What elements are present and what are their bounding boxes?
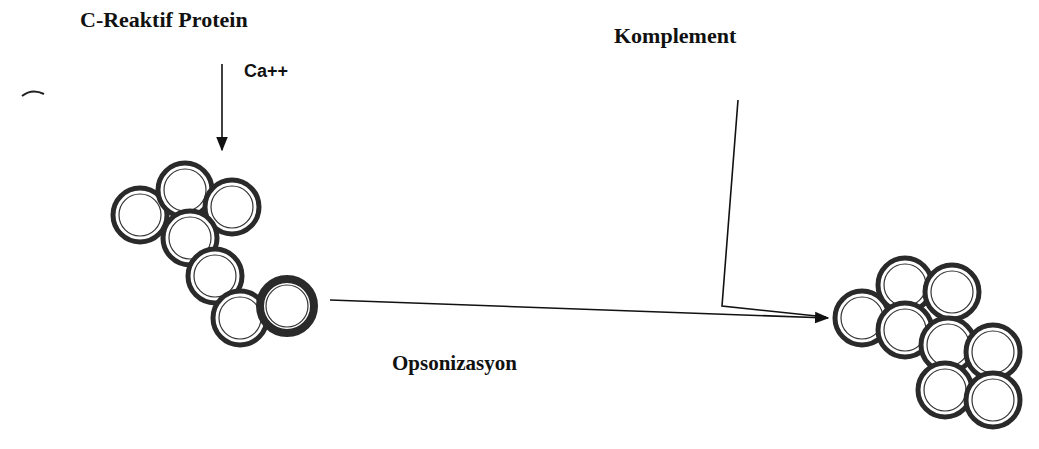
cell-circle (918, 363, 972, 417)
complement-line (722, 100, 826, 317)
process-label: Opsonizasyon (392, 352, 517, 375)
protein-label: C-Reaktif Protein (80, 8, 248, 32)
ion-label: Ca++ (244, 62, 288, 82)
cell-circle (260, 279, 314, 333)
cell-circle (966, 373, 1020, 427)
cell-cluster (113, 163, 314, 345)
cell-cluster (835, 258, 1020, 427)
cell-circle (925, 265, 979, 319)
crp-arrow (221, 64, 223, 150)
complement-label: Komplement (614, 24, 736, 48)
stray-mark (22, 91, 44, 96)
